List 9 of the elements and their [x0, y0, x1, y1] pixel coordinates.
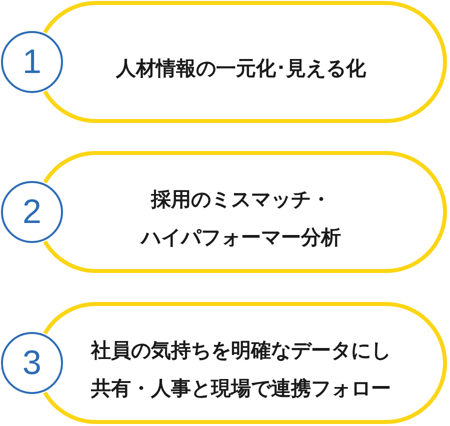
number-circle [1, 181, 63, 243]
step-number: 2 [22, 194, 42, 230]
step-text: 社員の気持ちを明確なデータにし共有・人事と現場で連携フォロー [90, 337, 392, 402]
number-circle [1, 31, 63, 93]
step-number: 3 [22, 345, 42, 381]
step-text: 人材情報の一元化･見える化 [116, 55, 366, 82]
step-text: 採用のミスマッチ・ハイパフォーマー分析 [141, 186, 341, 251]
step-number: 1 [22, 44, 42, 80]
number-circle [1, 332, 63, 394]
